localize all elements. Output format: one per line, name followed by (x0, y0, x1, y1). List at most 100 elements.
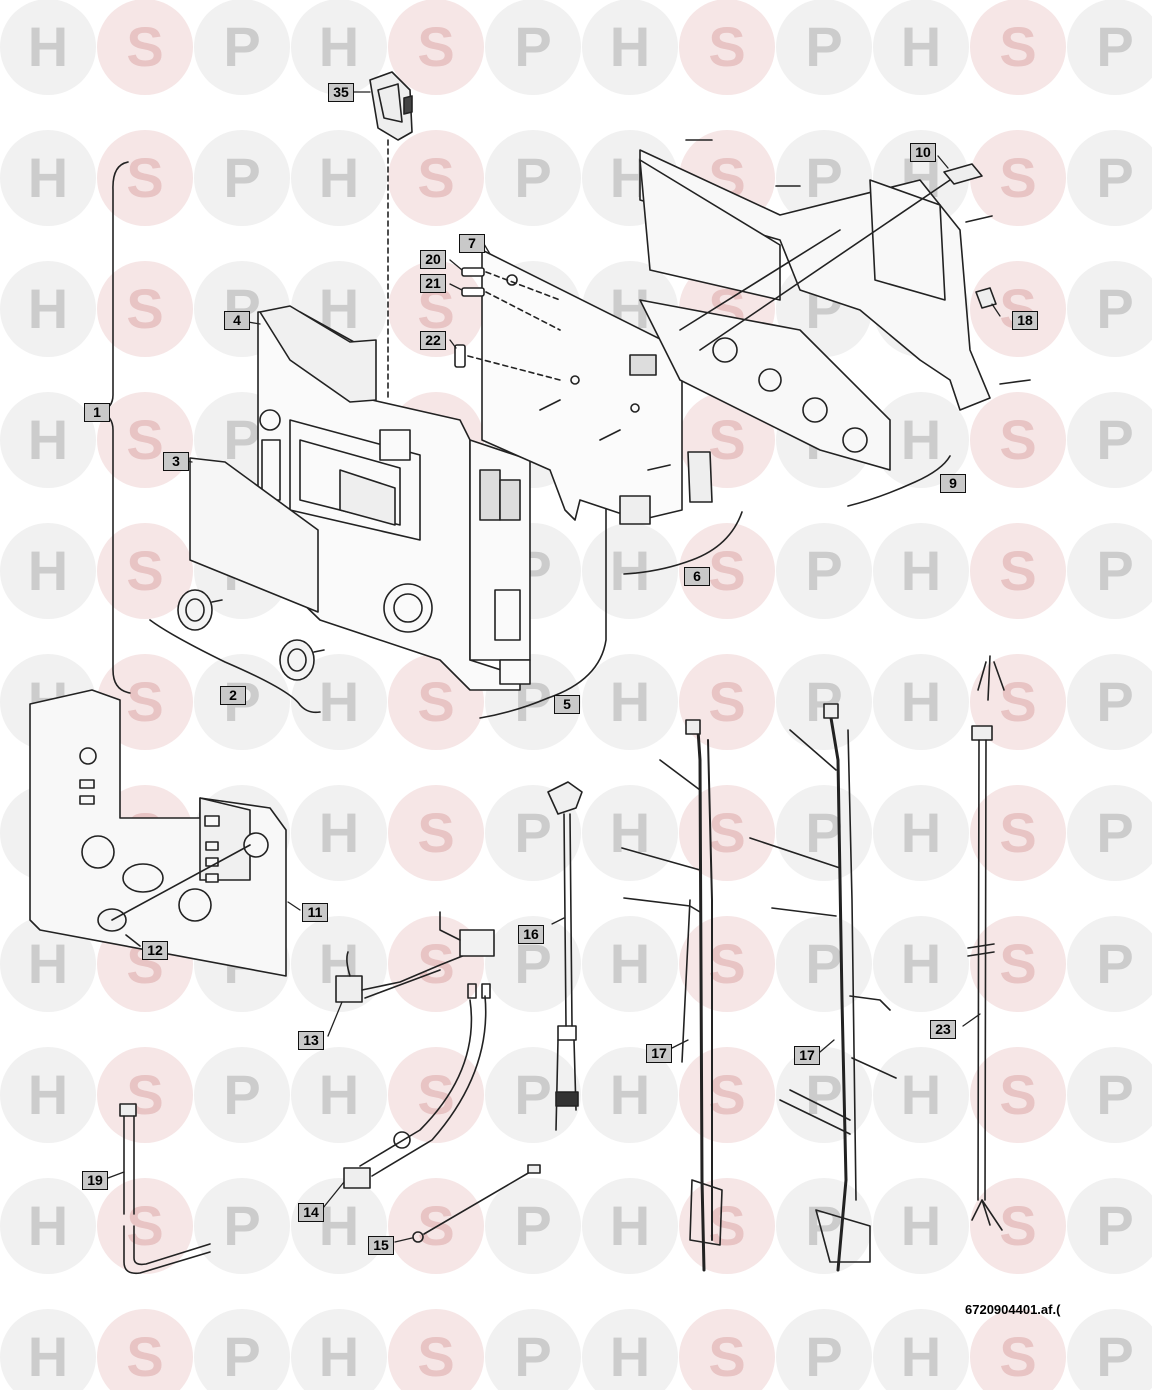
watermark-tile: S (97, 0, 193, 95)
watermark-tile: S (97, 1309, 193, 1390)
part-6-connectors (619, 451, 713, 525)
svg-text:H: H (28, 1063, 68, 1126)
watermark-tile: P (194, 1309, 290, 1390)
callout-20: 20 (420, 250, 446, 269)
svg-text:P: P (514, 15, 551, 78)
part-13-cable (335, 911, 495, 1003)
callout-23: 23 (930, 1020, 956, 1039)
callout-22: 22 (420, 331, 446, 350)
watermark-tile: P (485, 1178, 581, 1274)
watermark-tile: S (388, 130, 484, 226)
svg-text:P: P (223, 146, 260, 209)
svg-text:S: S (417, 1325, 454, 1388)
svg-text:P: P (1096, 670, 1133, 733)
callout-19: 19 (82, 1171, 108, 1190)
svg-text:H: H (901, 1325, 941, 1388)
svg-text:H: H (901, 932, 941, 995)
watermark-tile: S (970, 130, 1066, 226)
watermark-tile: H (873, 916, 969, 1012)
part-4-housing (257, 305, 531, 691)
bracket-6 (623, 511, 743, 575)
svg-text:H: H (610, 1063, 650, 1126)
svg-text:S: S (999, 1194, 1036, 1257)
svg-text:S: S (126, 408, 163, 471)
watermark-tile: P (485, 1309, 581, 1390)
part-19-sensor (119, 1103, 211, 1275)
watermark-tile: P (776, 785, 872, 881)
callout-17-left: 17 (646, 1044, 672, 1063)
svg-text:S: S (999, 1063, 1036, 1126)
svg-text:H: H (901, 1194, 941, 1257)
watermark-tile: P (776, 916, 872, 1012)
watermark-tile: H (291, 785, 387, 881)
watermark-tile: H (291, 654, 387, 750)
svg-text:P: P (805, 801, 842, 864)
part-2-knobs (177, 589, 325, 681)
callout-5: 5 (554, 695, 580, 714)
watermark-tile: H (873, 785, 969, 881)
watermark-tile: P (1067, 523, 1152, 619)
watermark-tile: H (873, 1309, 969, 1390)
part-35-clip (369, 71, 413, 141)
watermark-tile: H (582, 1178, 678, 1274)
watermark-tile: P (1067, 130, 1152, 226)
bracket-1 (99, 161, 131, 694)
watermark-tile: S (97, 261, 193, 357)
bracket-9 (847, 455, 951, 507)
watermark-tile: S (679, 785, 775, 881)
watermark-tile: H (873, 0, 969, 95)
svg-text:P: P (805, 670, 842, 733)
watermark-tile: P (776, 0, 872, 95)
watermark-tile: H (873, 392, 969, 488)
svg-text:H: H (610, 15, 650, 78)
watermark-tile: H (0, 261, 96, 357)
svg-text:S: S (417, 146, 454, 209)
drawing-reference: 6720904401.af.( (965, 1302, 1061, 1317)
watermark-tile: S (97, 1178, 193, 1274)
callout-10: 10 (910, 143, 936, 162)
watermark-tile: S (97, 654, 193, 750)
svg-text:S: S (708, 15, 745, 78)
svg-text:H: H (901, 15, 941, 78)
svg-text:S: S (999, 801, 1036, 864)
svg-text:P: P (805, 932, 842, 995)
watermark-tile: H (582, 916, 678, 1012)
watermark-tile: S (970, 785, 1066, 881)
svg-text:S: S (417, 932, 454, 995)
callout-17-right: 17 (794, 1046, 820, 1065)
svg-text:P: P (514, 801, 551, 864)
watermark-tile: H (291, 130, 387, 226)
svg-text:P: P (805, 1194, 842, 1257)
callout-15: 15 (368, 1236, 394, 1255)
svg-text:S: S (708, 1194, 745, 1257)
svg-text:S: S (999, 1325, 1036, 1388)
svg-text:P: P (805, 539, 842, 602)
callout-4: 4 (224, 311, 250, 330)
svg-text:P: P (514, 1325, 551, 1388)
watermark-tile: H (0, 1178, 96, 1274)
svg-text:H: H (901, 408, 941, 471)
part-12-button (97, 844, 251, 947)
svg-text:P: P (223, 15, 260, 78)
svg-text:P: P (805, 15, 842, 78)
part-15-lead (412, 1164, 541, 1243)
svg-text:H: H (610, 670, 650, 733)
part-3-cover (189, 457, 319, 613)
watermark-tile: S (388, 1178, 484, 1274)
svg-text:H: H (28, 146, 68, 209)
part-10-switch (943, 163, 983, 185)
watermark-tile: S (388, 1309, 484, 1390)
svg-text:S: S (999, 15, 1036, 78)
watermark-tile: H (291, 1178, 387, 1274)
svg-text:S: S (126, 539, 163, 602)
watermark-tile: H (0, 1047, 96, 1143)
svg-text:H: H (28, 15, 68, 78)
watermark-tile: P (776, 1178, 872, 1274)
svg-text:S: S (417, 1194, 454, 1257)
svg-text:P: P (1096, 146, 1133, 209)
part-11-fascia (29, 689, 287, 977)
svg-text:S: S (126, 146, 163, 209)
svg-text:H: H (319, 146, 359, 209)
part-18-clip (975, 287, 997, 309)
